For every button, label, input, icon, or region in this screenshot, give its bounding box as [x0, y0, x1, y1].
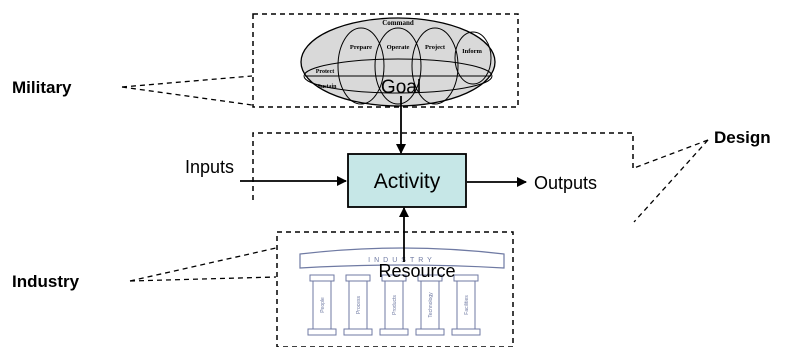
pillar-4: [415, 274, 445, 336]
industry-leader: [129, 247, 277, 282]
protect-label: Protect: [316, 69, 335, 75]
military-leader-2: [121, 86, 253, 106]
sustain-label: Sustain: [317, 84, 337, 90]
military-ellipse-graphic: Command Prepare Operate Project Inform P…: [300, 17, 496, 107]
temple-title: INDUSTRY: [368, 257, 436, 264]
operate-label: Operate: [387, 44, 410, 51]
activity-label: Activity: [374, 170, 441, 193]
inputs-label: Inputs: [185, 157, 234, 177]
pillar-label-people: People: [320, 297, 326, 313]
pillar-1: [307, 274, 337, 336]
inform-ellipse: [454, 31, 492, 85]
industry-box: [276, 231, 514, 347]
pillar-label-process: Process: [356, 295, 362, 314]
pillar-3: [379, 274, 409, 336]
design-leader-2: [633, 139, 709, 223]
command-label: Command: [382, 19, 414, 27]
pillar-label-products: Products: [392, 295, 398, 315]
military-label: Military: [12, 78, 72, 97]
pillar-label-technology: Technology: [428, 292, 434, 318]
inform-label: Inform: [462, 48, 482, 55]
outputs-label: Outputs: [534, 173, 597, 193]
operate-ellipse: [374, 27, 422, 105]
military-box: [252, 13, 519, 108]
project-ellipse: [411, 27, 459, 105]
industry-label: Industry: [12, 272, 80, 291]
goal-label: Goal: [381, 77, 421, 98]
pillar-5: [451, 274, 481, 336]
temple-roof: [299, 247, 505, 269]
pillar-2: [343, 274, 373, 336]
project-label: Project: [425, 44, 446, 51]
outer-ellipse: [300, 17, 496, 107]
prepare-label: Prepare: [350, 44, 372, 51]
activity-box: [347, 153, 467, 208]
resource-label: Resource: [378, 261, 455, 281]
design-leader: [633, 139, 709, 169]
protect-sustain-band: [303, 58, 493, 94]
military-leader: [121, 75, 253, 88]
prepare-ellipse: [337, 27, 385, 105]
industry-leader-2: [129, 276, 277, 282]
industry-temple-graphic: INDUSTRY People Process Products: [299, 247, 505, 336]
design-box: [252, 132, 634, 200]
design-label: Design: [714, 128, 771, 147]
pillar-label-facilities: Facilities: [464, 295, 470, 315]
